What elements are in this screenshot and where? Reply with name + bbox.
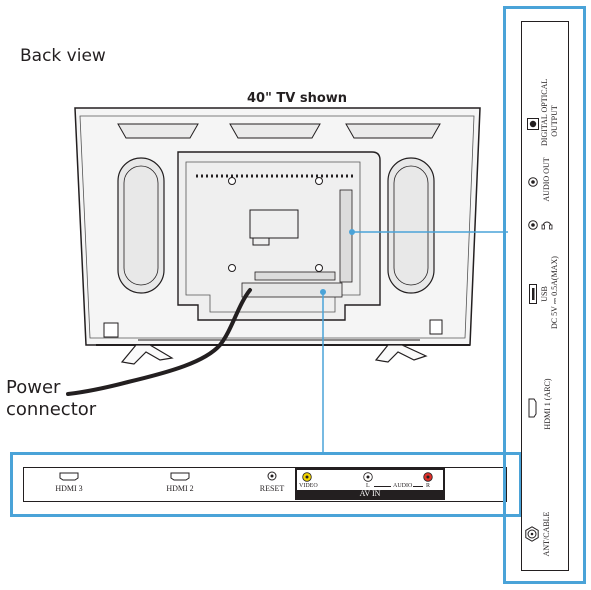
hdmi3-port-icon — [59, 472, 79, 481]
audio-out-label: AUDIO OUT — [542, 157, 551, 202]
usb-label: USB DC 5V ⎓ 0.5A(MAX) — [540, 256, 560, 329]
bottom-callout-frame: HDMI 3 HDMI 2 RESET VIDEO — [10, 452, 522, 517]
audio-left-jack-icon — [363, 472, 373, 482]
bottom-port-strip — [254, 271, 336, 281]
side-port-strip — [339, 189, 353, 283]
speaker-left-outer — [117, 157, 165, 294]
audio-right-jack-icon — [423, 472, 433, 482]
ant-cable-label: ANT/CABLE — [542, 511, 551, 557]
speaker-left-inner — [123, 165, 159, 286]
hdmi2-label: HDMI 2 — [166, 484, 194, 493]
screw-hole — [228, 177, 236, 185]
av-in-bar — [297, 490, 443, 498]
power-label-line1: Power — [6, 377, 61, 398]
headphone-icon — [541, 221, 553, 230]
hdmi2-port-icon — [170, 472, 190, 481]
screw-hole — [315, 264, 323, 272]
callout-dot-bottom — [320, 289, 326, 295]
audio-out-jack-icon — [528, 177, 538, 187]
video-label: VIDEO — [299, 483, 318, 489]
optical-port-icon — [527, 118, 539, 130]
usb-line1: USB — [540, 286, 549, 302]
stand-left — [120, 344, 174, 365]
power-cable — [66, 288, 252, 396]
page-heading: Back view — [20, 46, 106, 66]
audio-l-label: L — [366, 483, 370, 489]
speaker-right-inner — [393, 165, 429, 286]
power-label-line2: connector — [6, 399, 97, 420]
small-label — [252, 237, 270, 246]
hdmi1-label: HDMI 1 (ARC) — [543, 378, 552, 430]
tv-caption: 40" TV shown — [247, 91, 348, 106]
video-jack-icon — [302, 472, 312, 482]
headphone-jack-icon — [528, 220, 538, 230]
digital-optical-line1: DIGITAL OPTICAL — [540, 78, 549, 146]
usb-line2: DC 5V ⎓ 0.5A(MAX) — [550, 256, 559, 329]
tv-body-inner — [79, 115, 475, 339]
top-vent-right — [345, 123, 441, 139]
right-port-box — [429, 319, 443, 335]
av-in-label: AV IN — [359, 489, 381, 498]
screw-hole — [228, 264, 236, 272]
center-panel-inner — [185, 161, 361, 313]
av-in-box: VIDEO L AUDIO R AV IN — [295, 468, 445, 500]
usb-port-icon — [529, 284, 537, 304]
rating-label — [249, 209, 299, 239]
audio-line-left — [374, 486, 391, 487]
top-vent-left — [117, 123, 199, 139]
lower-port-panel — [241, 282, 343, 298]
side-callout-frame: DIGITAL OPTICAL OUTPUT AUDIO OUT — [503, 6, 586, 584]
stand-right — [374, 344, 428, 363]
bottom-port-panel: HDMI 3 HDMI 2 RESET VIDEO — [23, 467, 507, 502]
side-port-panel: DIGITAL OPTICAL OUTPUT AUDIO OUT — [521, 21, 569, 571]
audio-r-label: R — [426, 483, 431, 489]
hdmi3-label: HDMI 3 — [55, 484, 83, 493]
reset-label: RESET — [259, 484, 285, 493]
digital-optical-line2: OUTPUT — [550, 105, 559, 137]
power-port-box — [103, 322, 119, 338]
reset-button-icon — [267, 471, 277, 481]
speaker-right-outer — [387, 157, 435, 294]
audio-label: AUDIO — [393, 483, 413, 489]
screw-hole — [315, 177, 323, 185]
top-vent-center — [229, 123, 321, 139]
ant-cable-port-icon — [525, 526, 539, 542]
digital-optical-label: DIGITAL OPTICAL OUTPUT — [540, 78, 560, 146]
hdmi1-port-icon — [528, 398, 537, 418]
callout-dot-side — [349, 229, 355, 235]
audio-line-right — [413, 486, 423, 487]
